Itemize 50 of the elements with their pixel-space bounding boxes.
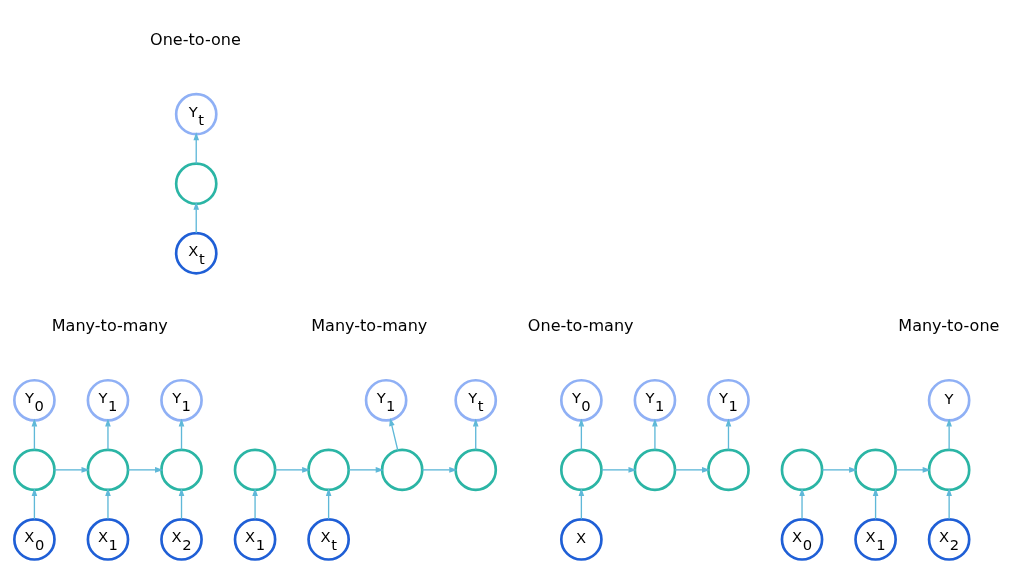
label: One-to-many <box>527 315 634 335</box>
arrow <box>192 132 199 165</box>
node-circle <box>86 448 129 492</box>
arrow <box>325 488 331 520</box>
arrow <box>104 418 111 451</box>
arrow <box>600 467 636 473</box>
label: Many-to-many <box>51 315 168 335</box>
arrow <box>820 467 857 473</box>
arrow <box>388 417 398 451</box>
node-circle <box>233 448 276 492</box>
node-circle <box>453 448 497 492</box>
node-circle <box>633 448 676 492</box>
arrow <box>126 467 163 473</box>
arrow <box>578 488 584 520</box>
node-circle <box>706 448 750 492</box>
arrow <box>673 467 710 473</box>
node-circle <box>174 162 218 206</box>
arrow <box>472 418 479 451</box>
node-circle <box>380 448 424 492</box>
arrow <box>872 488 878 520</box>
arrow <box>798 488 805 520</box>
node-circle <box>12 448 56 492</box>
node-circle <box>927 448 971 492</box>
arrow <box>31 488 37 520</box>
arrow <box>347 467 384 473</box>
arrow <box>178 488 184 520</box>
arrow <box>274 467 310 473</box>
arrow <box>53 467 90 473</box>
node-circle: X <box>559 518 603 561</box>
arrow <box>945 418 952 451</box>
label: Many-to-many <box>310 315 427 335</box>
arrow <box>104 488 111 520</box>
node-circle <box>159 448 203 492</box>
arrow <box>578 418 584 451</box>
arrow <box>894 467 931 473</box>
node-circle <box>780 448 823 492</box>
arrow <box>192 201 199 234</box>
node-circle <box>559 448 603 492</box>
arrow <box>945 488 952 520</box>
arrow <box>651 418 658 451</box>
arrow <box>251 488 258 520</box>
node-circle <box>306 448 350 492</box>
label: One-to-one <box>149 29 241 49</box>
node-circle: Y <box>927 378 971 422</box>
arrow <box>178 418 184 451</box>
arrow <box>725 418 731 451</box>
arrow <box>31 418 37 451</box>
node-circle <box>853 448 897 492</box>
label: Many-to-one <box>897 315 999 335</box>
arrow <box>421 467 457 473</box>
